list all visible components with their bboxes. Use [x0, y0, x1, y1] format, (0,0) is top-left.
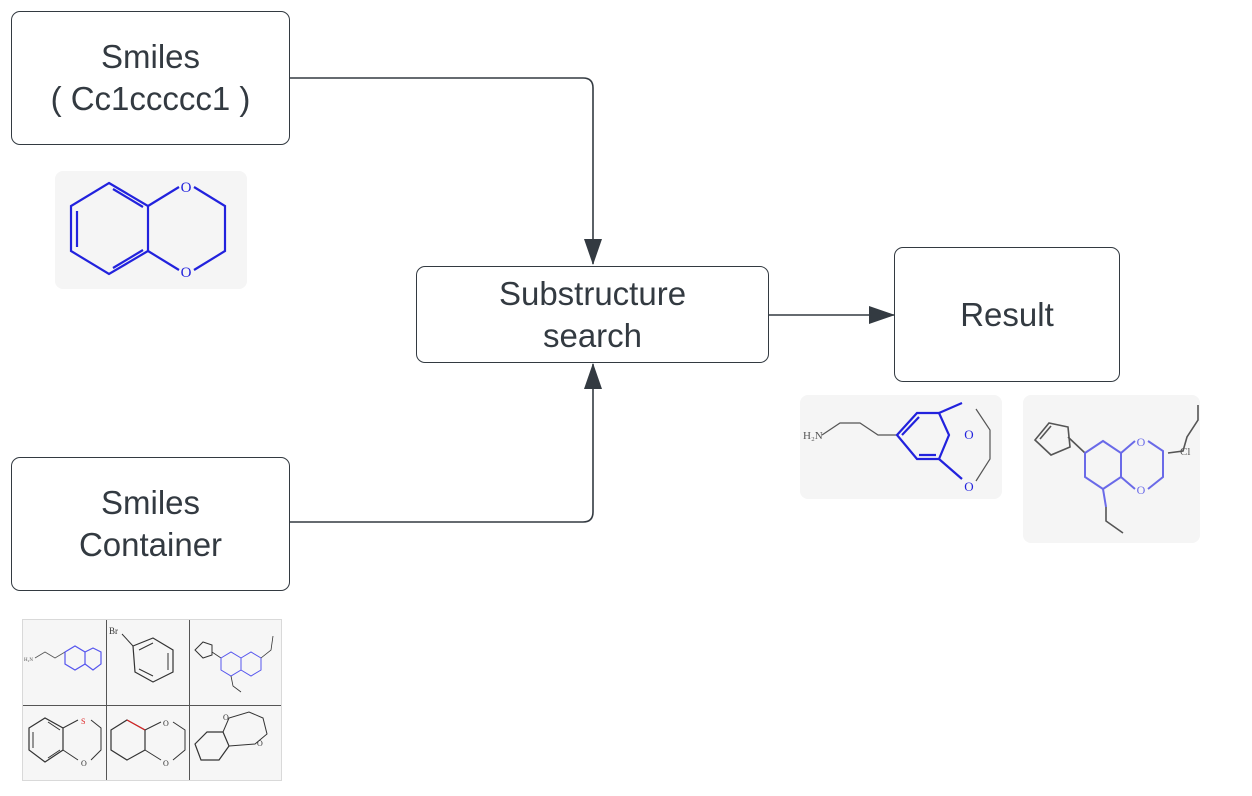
grid-cell-2-molecule: Br — [109, 626, 174, 683]
grid-divider-horizontal — [23, 705, 281, 706]
grid-cell-1-molecule: H₂N — [24, 645, 102, 671]
smiles-query-node: Smiles ( Cc1ccccc1 ) — [11, 11, 290, 145]
smiles-container-title: Smiles — [100, 484, 201, 521]
grid-cell-4-molecule: S O — [28, 717, 102, 768]
arrow-smiles-to-search — [290, 77, 602, 265]
result-2-oxygen-top: O — [1137, 435, 1146, 449]
grid-cell-6-oxygen-bottom: O — [257, 739, 263, 748]
container-molecules: H₂N Br S O — [24, 626, 274, 768]
query-molecule-image: O O — [55, 171, 247, 289]
result-1-oxygen-top: O — [964, 427, 973, 442]
substructure-search-line2: search — [542, 316, 643, 354]
smiles-query-value: ( Cc1ccccc1 ) — [50, 80, 251, 117]
substructure-search-node: Substructure search — [416, 266, 769, 363]
result-2-oxygen-bottom: O — [1137, 483, 1146, 497]
query-oxygen-bottom: O — [181, 265, 192, 281]
arrow-container-to-search — [290, 363, 602, 523]
result-molecule-1-structure: H₂N O O — [803, 401, 991, 494]
grid-divider-vertical-2 — [189, 620, 190, 780]
grid-cell-6-oxygen-top: O — [223, 713, 229, 722]
query-oxygen-top: O — [181, 180, 192, 196]
container-molecule-grid: H₂N Br S O — [22, 619, 282, 781]
query-molecule-structure: O O — [69, 180, 227, 281]
result-molecule-2-structure: O O Cl — [1033, 405, 1199, 534]
grid-cell-6-molecule: O O — [194, 711, 268, 761]
result-molecule-1-image: H₂N O O — [800, 395, 1002, 499]
grid-divider-vertical-1 — [106, 620, 107, 780]
smiles-query-title: Smiles — [100, 38, 201, 75]
grid-cell-5-oxygen-bottom: O — [163, 759, 169, 768]
grid-cell-3-molecule — [194, 635, 274, 693]
grid-cell-1-amine: H₂N — [24, 658, 33, 663]
grid-cell-2-bromine: Br — [109, 626, 118, 636]
grid-cell-5-molecule: O O — [110, 719, 186, 768]
substructure-search-line1: Substructure — [498, 274, 687, 312]
grid-cell-4-sulfur: S — [81, 717, 85, 726]
result-node: Result — [894, 247, 1120, 382]
grid-cell-4-oxygen: O — [81, 759, 87, 768]
result-1-oxygen-bottom: O — [964, 479, 973, 494]
result-1-amine-label: H₂N — [803, 430, 823, 442]
smiles-container-subtitle: Container — [78, 526, 223, 563]
grid-cell-5-oxygen-top: O — [163, 719, 169, 728]
result-2-chlorine-label: Cl — [1180, 446, 1190, 458]
result-label: Result — [960, 295, 1054, 333]
result-molecule-2-image: O O Cl — [1023, 395, 1200, 543]
smiles-container-node: Smiles Container — [11, 457, 290, 591]
